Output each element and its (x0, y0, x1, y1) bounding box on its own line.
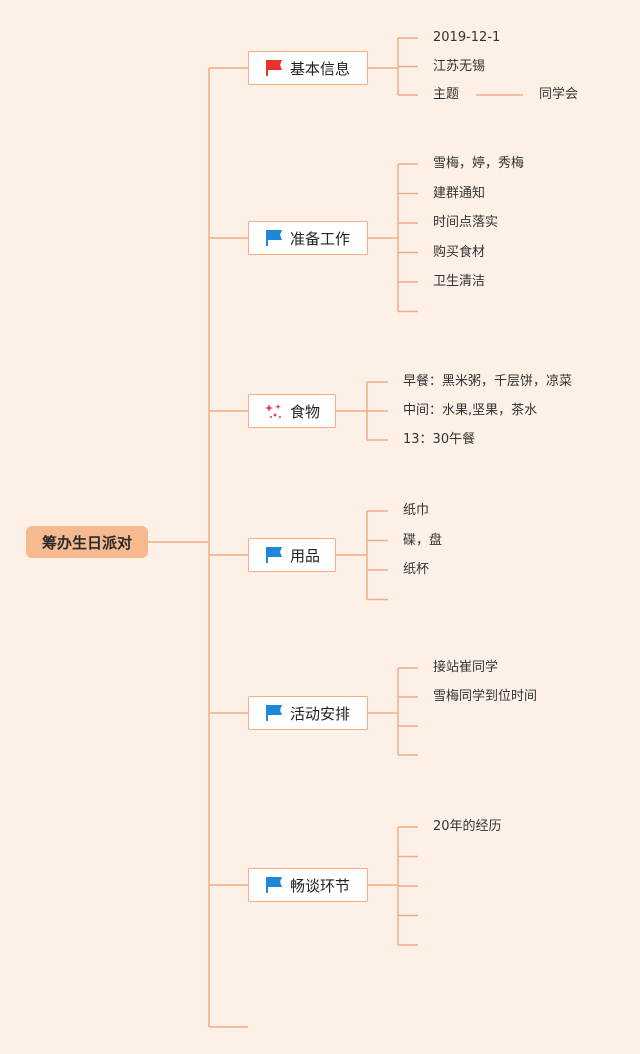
sub-leaf-topic[interactable]: 同学会 (539, 87, 579, 102)
branch-topic[interactable]: 食物 (248, 394, 336, 428)
leaf-topic[interactable]: 江苏无锡 (433, 58, 486, 74)
branch-label: 活动安排 (290, 704, 351, 723)
leaf-topic[interactable]: 雪梅同学到位时间 (433, 689, 538, 704)
leaf-topic[interactable]: 纸杯 (403, 562, 430, 577)
leaf-topic[interactable]: 2019-12-1 (433, 30, 501, 45)
leaf-topic[interactable]: 20年的经历 (433, 819, 502, 834)
leaf-topic[interactable]: 雪梅，婷，秀梅 (433, 156, 525, 171)
leaf-topic[interactable]: 13：30午餐 (403, 432, 476, 447)
leaf-topic[interactable]: 纸巾 (403, 503, 430, 518)
branch-label: 基本信息 (290, 59, 351, 78)
leaf-topic[interactable]: 早餐：黑米粥，千层饼，凉菜 (403, 374, 573, 389)
branch-topic[interactable]: 活动安排 (248, 696, 368, 730)
branch-topic[interactable]: 准备工作 (248, 221, 368, 255)
blue-flag-icon (266, 230, 282, 246)
leaf-topic[interactable]: 建群通知 (433, 185, 486, 201)
red-flag-icon (266, 60, 282, 76)
branch-label: 准备工作 (290, 229, 351, 248)
leaf-topic[interactable]: 碟，盘 (403, 532, 443, 548)
leaf-topic[interactable]: 接站崔同学 (433, 660, 499, 675)
blue-flag-icon (266, 877, 282, 893)
leaf-topic[interactable]: 卫生清洁 (433, 274, 486, 289)
branch-topic[interactable]: 用品 (248, 538, 336, 572)
branch-topic[interactable]: 基本信息 (248, 51, 368, 85)
branch-topic[interactable]: 畅谈环节 (248, 868, 368, 902)
branch-label: 畅谈环节 (290, 876, 351, 895)
root-topic[interactable]: 筹办生日派对 (26, 526, 148, 558)
leaf-topic[interactable]: 主题 (433, 87, 460, 102)
blue-flag-icon (266, 547, 282, 563)
branch-label: 用品 (290, 546, 321, 565)
branch-label: 食物 (290, 402, 321, 421)
leaf-topic[interactable]: 中间：水果,坚果，茶水 (403, 403, 538, 418)
leaf-topic[interactable]: 购买食材 (433, 244, 486, 260)
blue-flag-icon (266, 705, 282, 721)
leaf-topic[interactable]: 时间点落实 (433, 215, 499, 230)
sparkle-icon (265, 404, 281, 418)
